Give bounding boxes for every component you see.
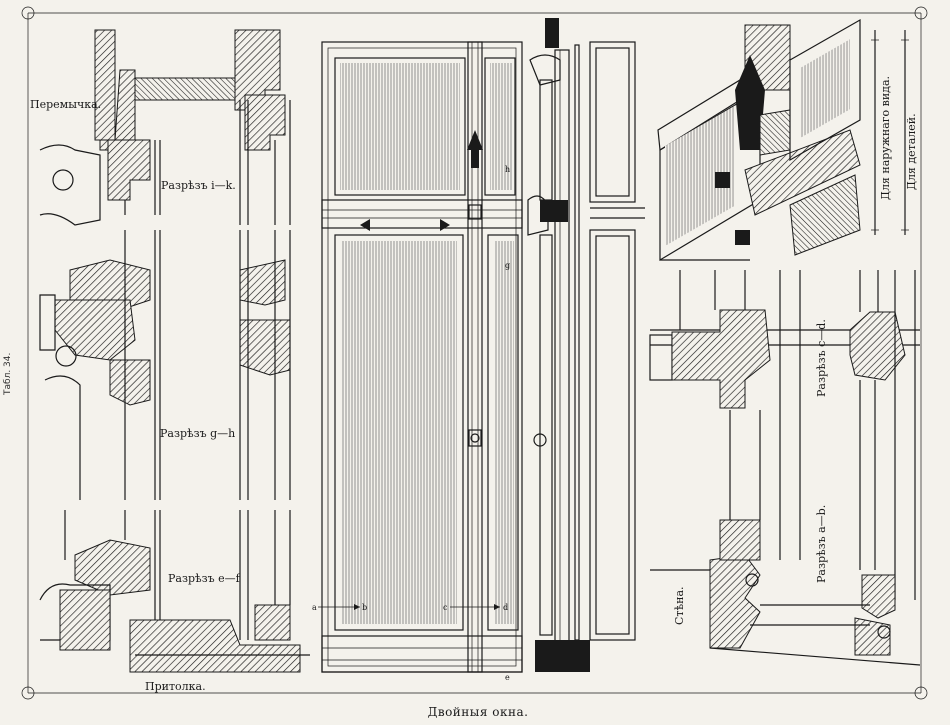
- marker-e: e: [505, 673, 510, 682]
- side-profile: [527, 18, 645, 672]
- marker-d: d: [503, 603, 508, 612]
- label-pritolka: Притолка.: [145, 680, 206, 693]
- label-section-ab: Разрѣзъ a—b.: [815, 505, 828, 583]
- label-section-ik: Разрѣзъ i—k.: [161, 179, 236, 192]
- label-scale-outer: Для наружнаго вида.: [879, 76, 892, 200]
- isometric-detail: [657, 18, 909, 262]
- marker-a: a: [312, 603, 317, 612]
- label-section-ef: Разрѣзъ e—f: [168, 572, 241, 585]
- label-stena: Стѣна.: [673, 586, 686, 625]
- label-scale-details: Для деталей.: [905, 113, 918, 190]
- marker-g: g: [505, 261, 510, 270]
- label-section-cd: Разрѣзъ c—d.: [815, 319, 828, 397]
- marker-h: h: [505, 165, 510, 174]
- marker-b: b: [362, 603, 367, 612]
- label-peremychka: Перемычка.: [30, 98, 101, 111]
- horizontal-sections: [649, 270, 921, 666]
- vertical-sections: [39, 29, 310, 673]
- plate-caption: Двойныя окна.: [428, 705, 529, 719]
- marker-c: c: [443, 603, 448, 612]
- label-side-margin: Табл. 34.: [3, 353, 13, 396]
- label-section-gh: Разрѣзъ g—h: [160, 427, 235, 440]
- window-elevation: [318, 41, 523, 673]
- plate-border: [21, 6, 928, 700]
